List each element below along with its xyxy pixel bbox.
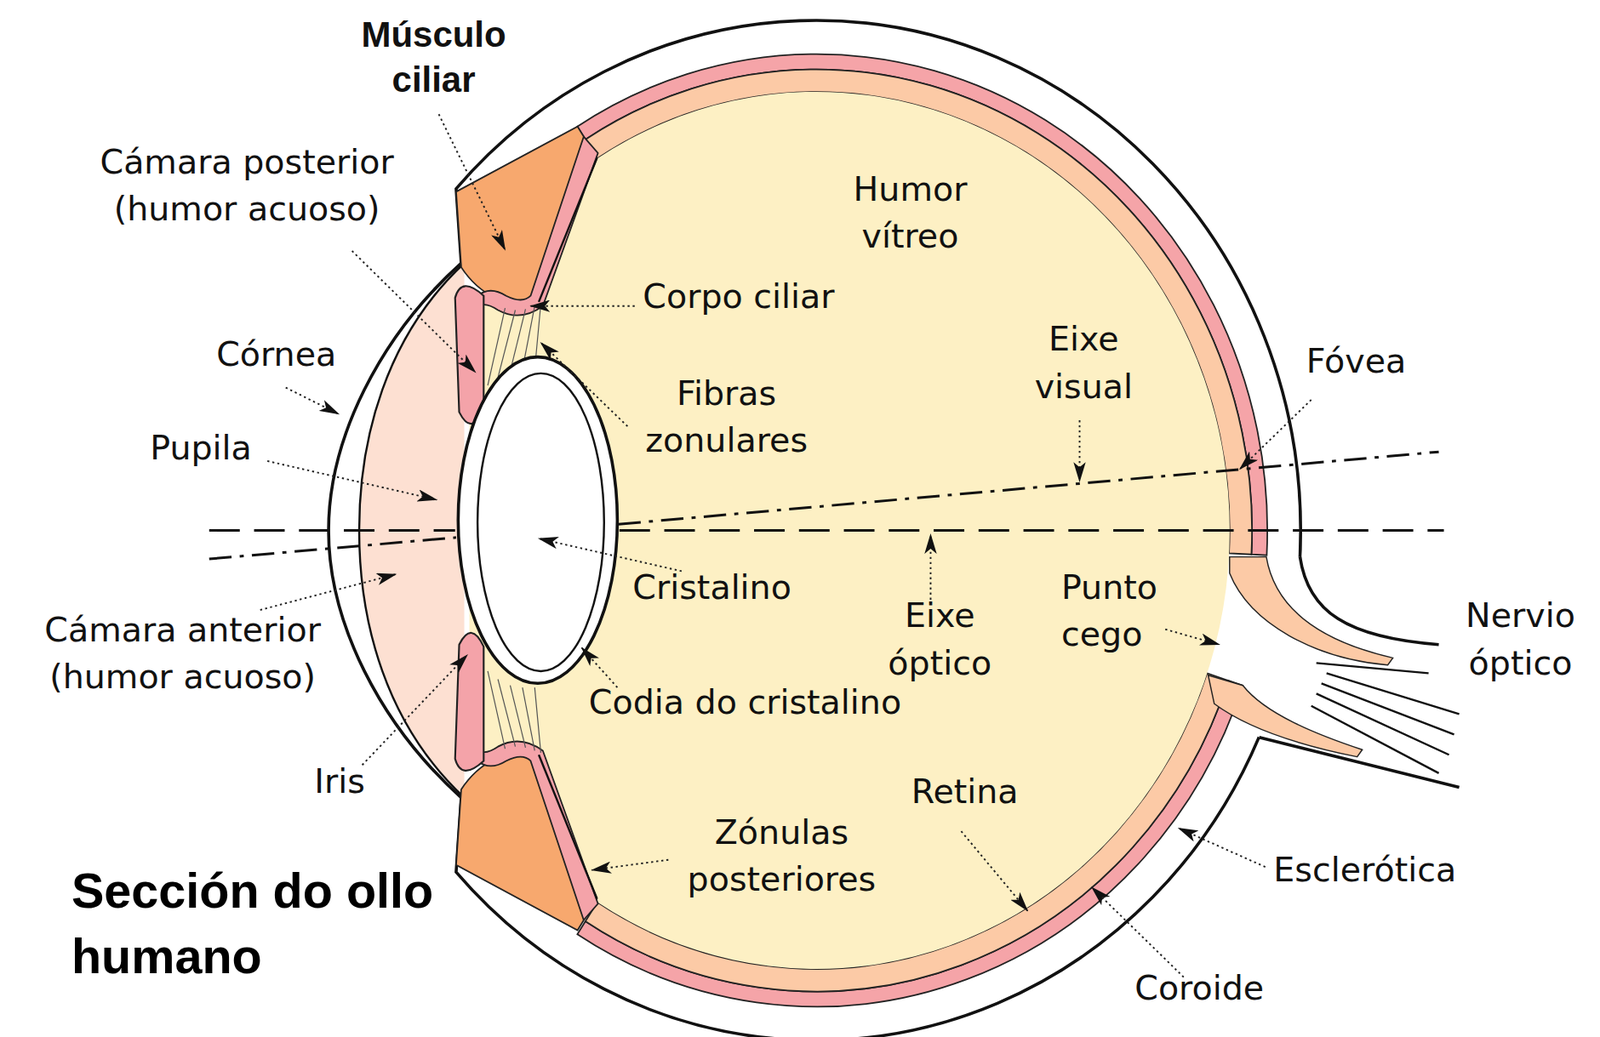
leader-line: [540, 342, 628, 427]
part-label: Humor vítreo: [823, 165, 998, 260]
leader-line: [960, 831, 1028, 912]
leader-line: [267, 461, 437, 501]
diagram-title: Sección do ollo humano: [71, 859, 460, 990]
leader-line: [1165, 629, 1220, 646]
sclera-outline: [328, 20, 1301, 1037]
part-label: Punto cego: [1061, 564, 1195, 658]
part-label: Esclerótica: [1273, 846, 1457, 894]
leader-line: [285, 388, 339, 415]
leader-line: [530, 305, 635, 308]
part-label: Codia do cristalino: [588, 680, 902, 727]
leader-line: [1079, 420, 1081, 482]
leader-lines: [260, 114, 1312, 978]
part-label: Nervio óptico: [1449, 593, 1593, 687]
leader-line: [930, 534, 932, 600]
part-label: Córnea: [216, 331, 337, 379]
part-label: Corpo ciliar: [642, 273, 835, 320]
part-label: Fibras zonulares: [624, 370, 829, 464]
leader-line: [439, 114, 506, 250]
optic-disc-strip: [1229, 557, 1394, 666]
leader-line: [1091, 887, 1184, 978]
leader-line: [591, 860, 669, 871]
part-label: Eixe óptico: [862, 593, 1017, 687]
lens-capsule: [457, 357, 618, 685]
leader-line: [538, 538, 682, 572]
optical-axis: [209, 529, 456, 532]
lens-body: [477, 373, 605, 672]
part-label: Iris: [314, 758, 366, 806]
part-label: Eixe visual: [1011, 316, 1155, 411]
leader-line: [1240, 400, 1312, 470]
leader-line: [581, 647, 618, 688]
part-label: Retina: [911, 768, 1019, 816]
leader-line: [352, 251, 476, 373]
visual-axis: [618, 451, 1440, 525]
optic-nerve: [1224, 557, 1470, 792]
optical-axis: [619, 529, 1445, 532]
part-label: Pupila: [149, 424, 252, 472]
part-label: Fóvea: [1306, 337, 1407, 385]
part-label: Coroide: [1134, 965, 1264, 1012]
part-label: Zónulas posteriores: [659, 809, 905, 903]
visual-axis: [209, 537, 457, 560]
part-label: Músculo ciliar: [342, 11, 526, 103]
part-label: Cristalino: [632, 564, 792, 612]
leader-line: [362, 655, 468, 766]
nerve-fiber: [1316, 693, 1450, 755]
nerve-fiber: [1316, 662, 1429, 674]
leader-line: [260, 574, 396, 611]
part-label: Cámara anterior (humor acuoso): [9, 606, 357, 701]
part-label: Cámara posterior (humor acuoso): [62, 138, 431, 233]
nerve-fiber: [1311, 706, 1440, 774]
leader-line: [1178, 828, 1266, 869]
optic-disc-strip: [1208, 675, 1363, 758]
